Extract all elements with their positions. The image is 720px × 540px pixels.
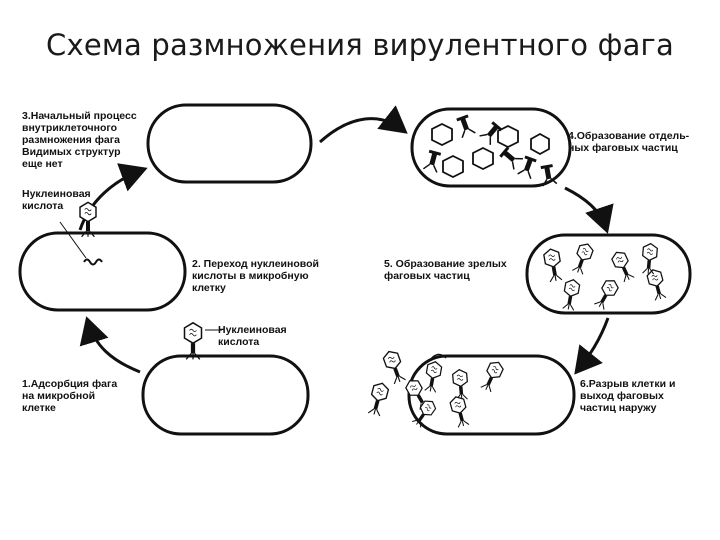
arrow-2-to-3 bbox=[78, 163, 148, 231]
stage-6-label: 6.Разрыв клетки и выход фаговых частиц н… bbox=[580, 378, 676, 414]
nucleic-acid-label-middle: Нуклеиновая кислота bbox=[218, 324, 287, 348]
nucleic-acid-pointer-top bbox=[59, 221, 87, 259]
stage-5-label: 5. Образование зрелых фаговых частиц bbox=[384, 258, 507, 282]
injected-dna bbox=[83, 258, 103, 266]
nucleic-acid-label-top: Нуклеиновая кислота bbox=[22, 188, 91, 212]
cell-stage-1 bbox=[141, 354, 310, 436]
slide-title: Схема размножения вирулентного фага bbox=[46, 28, 674, 62]
cell-stage-6 bbox=[407, 354, 576, 436]
arrow-1-to-2 bbox=[79, 316, 141, 374]
stage-2-label: 2. Переход нуклеиновой кислоты в микробн… bbox=[192, 258, 319, 294]
stage-1-label: 1.Адсорбция фага на микробной клетке bbox=[22, 378, 118, 414]
cell-stage-2 bbox=[18, 231, 187, 312]
arrow-3-to-4 bbox=[318, 105, 408, 144]
arrow-4-to-5 bbox=[564, 186, 614, 234]
cell-wall-fragment bbox=[429, 353, 447, 361]
cell-stage-3 bbox=[146, 103, 313, 184]
phage-stage-1 bbox=[183, 322, 203, 361]
arrow-5-to-6 bbox=[574, 317, 610, 375]
stage-3-label: 3.Начальный процесс внутриклеточного раз… bbox=[22, 110, 137, 170]
stage-4-label: 4.Образование отдель- ных фаговых частиц bbox=[568, 130, 690, 154]
phage-parts-stage-4 bbox=[431, 122, 550, 179]
cell-stage-5 bbox=[525, 233, 692, 315]
